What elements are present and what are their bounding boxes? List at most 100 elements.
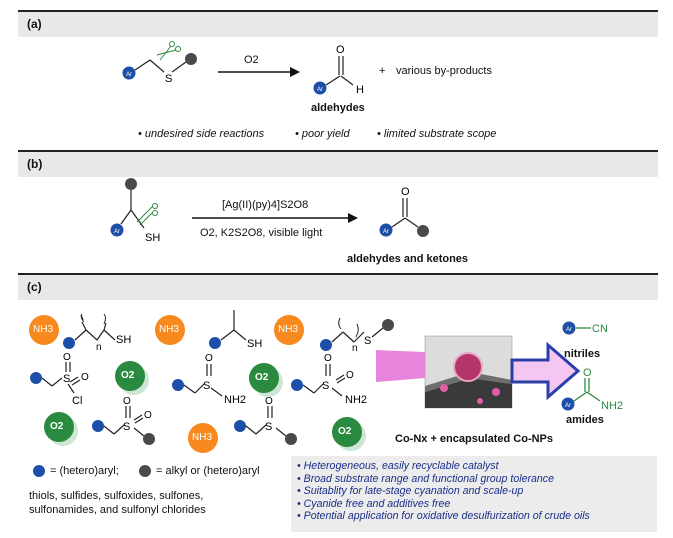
nh3-bubble [29, 315, 59, 345]
svg-text:O: O [324, 353, 332, 364]
legend-alkyl-dot [139, 465, 151, 477]
svg-text:n: n [352, 343, 358, 354]
svg-text:S: S [322, 380, 329, 392]
reagent-b-bottom: O2, K2S2O8, visible light [200, 227, 323, 239]
scissors-icon [136, 203, 158, 226]
ketone-oxygen: O [401, 186, 410, 198]
svg-text:O: O [265, 396, 273, 407]
sulfinamide [172, 364, 223, 397]
thiol-group: SH [116, 334, 131, 346]
svg-text:O: O [63, 352, 71, 363]
o2-label: O2 [255, 372, 269, 383]
svg-text:NH2: NH2 [224, 394, 246, 406]
alkanethiol [63, 314, 116, 349]
legend-aryl-dot [33, 465, 45, 477]
thiol-group: SH [145, 232, 160, 244]
legend-alkyl-text: = alkyl or (hetero)aryl [156, 465, 260, 477]
panel-b-label: (b) [27, 157, 43, 171]
o2-bubble [44, 412, 78, 446]
alkyl-sulfide [320, 319, 394, 351]
drawback-2: • poor yield [295, 128, 350, 140]
panel-a-product: Ar [313, 56, 354, 95]
feed-arrow [376, 350, 425, 382]
panel-c-header: (c) [18, 273, 658, 300]
panel-c-label: (c) [27, 280, 42, 294]
svg-text:SH: SH [247, 338, 262, 350]
sulfur-atom: S [165, 73, 172, 85]
sulfoxide [234, 406, 297, 445]
panel-a-header: (a) [18, 10, 658, 37]
svg-text:NH2: NH2 [345, 394, 367, 406]
catalyst-label: Co-Nx + encapsulated Co-NPs [395, 433, 554, 445]
nh3-bubble [188, 423, 218, 453]
feature-item: Potential application for oxidative desu… [297, 510, 657, 523]
substrates-line-2: sulfonamides, and sulfonyl chlorides [29, 504, 206, 516]
sulfonyl-chloride [30, 362, 81, 394]
svg-text:S: S [63, 373, 70, 385]
feature-item: Cyanide free and additives free [297, 498, 657, 511]
svg-text:Ar: Ar [114, 229, 120, 235]
alkyl-dot-icon [185, 53, 197, 65]
panel-a-label: (a) [27, 17, 42, 31]
nh3-bubble [155, 315, 185, 345]
svg-text:S: S [364, 335, 371, 347]
secondary-thiol [209, 310, 247, 349]
byproducts-text: various by-products [396, 65, 492, 77]
o2-bubble [332, 417, 366, 451]
feature-item: Heterogeneous, easily recyclable catalys… [297, 460, 657, 473]
o2-bubble [115, 361, 149, 395]
feature-item: Suitablity for late-stage cyanation and … [297, 485, 657, 498]
reagent-o2: O2 [244, 54, 259, 66]
svg-text:Ar: Ar [383, 229, 389, 235]
o2-label: O2 [338, 426, 352, 437]
sulfonamide [291, 364, 346, 397]
o2-label: O2 [50, 421, 64, 432]
svg-text:S: S [265, 421, 272, 433]
aryl-label: Ar [126, 72, 132, 78]
svg-text:O: O [346, 370, 354, 381]
panel-b-product: Ar [379, 198, 429, 237]
catalyst-image [424, 335, 513, 409]
drawback-1: • undesired side reactions [138, 128, 265, 140]
aryl-dot-icon [122, 66, 136, 80]
sulfone [92, 406, 155, 445]
panel-b-substrate: Ar [110, 178, 158, 237]
svg-text:n: n [96, 342, 102, 353]
feature-item: Broad substrate range and functional gro… [297, 473, 657, 486]
cyano-group: CN [592, 323, 608, 335]
product-aldehydes: aldehydes [311, 102, 365, 114]
svg-text:O: O [144, 410, 152, 421]
substrates-line-1: thiols, sulfides, sulfoxides, sulfones, [29, 490, 204, 502]
svg-text:O: O [205, 353, 213, 364]
svg-text:Ar: Ar [565, 403, 571, 409]
product-nitriles: nitriles [564, 348, 601, 360]
plus-sign: + [379, 65, 386, 77]
output-arrow [510, 341, 581, 401]
product-amides: amides [566, 414, 604, 426]
svg-text:Ar: Ar [317, 87, 323, 93]
svg-text:S: S [203, 380, 210, 392]
hydrogen-atom: H [356, 84, 364, 96]
panel-b-header: (b) [18, 150, 658, 177]
nh3-label: NH3 [278, 324, 299, 335]
svg-text:Ar: Ar [566, 327, 572, 333]
scissors-icon [156, 41, 181, 61]
svg-text:Cl: Cl [72, 395, 82, 407]
reagent-b-top: [Ag(II)(py)4]S2O8 [222, 199, 309, 211]
svg-text:O: O [583, 367, 592, 379]
drawback-3: • limited substrate scope [377, 128, 497, 140]
svg-text:O: O [81, 372, 89, 383]
oxygen-atom: O [336, 44, 345, 56]
svg-text:S: S [123, 421, 130, 433]
nh3-label: NH3 [192, 432, 213, 443]
amide-product [561, 378, 601, 411]
nitrile-product: Ar [562, 321, 591, 335]
o2-bubble [249, 363, 283, 397]
nh3-label: NH3 [33, 324, 54, 335]
svg-text:O: O [123, 396, 131, 407]
features-box: Heterogeneous, easily recyclable catalys… [291, 456, 657, 532]
legend-aryl-text: = (hetero)aryl; [50, 465, 119, 477]
panel-a-substrate: Ar [122, 41, 197, 80]
svg-text:NH2: NH2 [601, 400, 623, 412]
